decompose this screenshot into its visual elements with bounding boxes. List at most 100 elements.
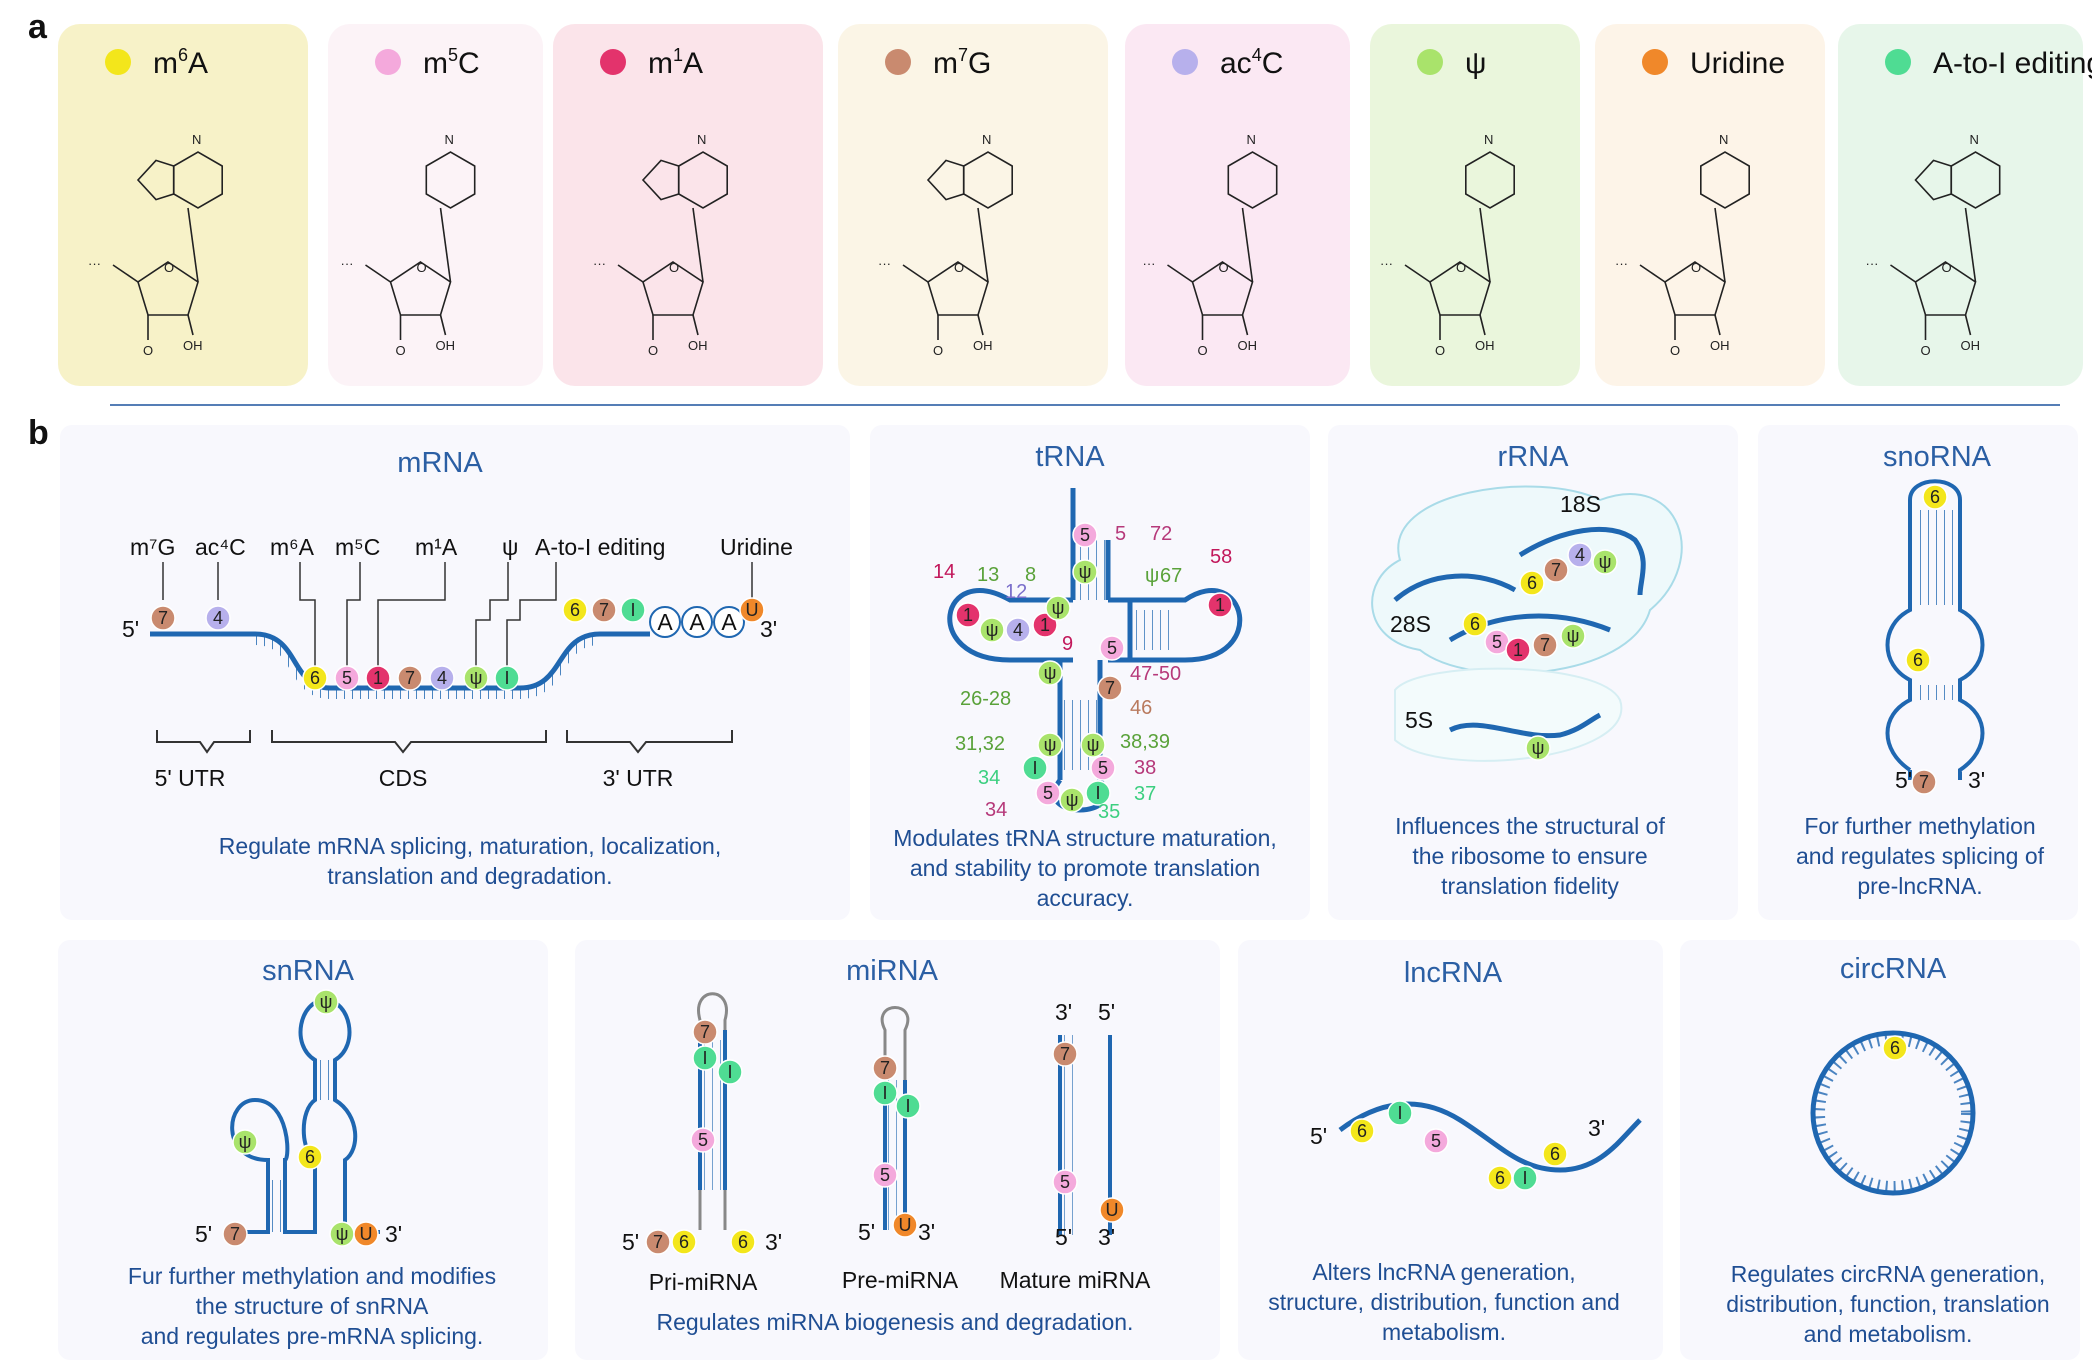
badge-a_to_i: I <box>872 1080 898 1106</box>
ring-oxygen-label: O <box>669 260 679 275</box>
svg-text:1: 1 <box>963 605 973 625</box>
chemical-structure <box>617 151 729 340</box>
trna-position-label: 35 <box>1098 801 1120 823</box>
badge-m6A: 6 <box>562 597 588 623</box>
rrna-desc-line2: the ribosome to ensure <box>1412 843 1647 869</box>
badge-psi: ψ <box>1592 549 1618 575</box>
snorna-badges: 667 <box>1905 484 1948 795</box>
snrna-desc-line3: and regulates pre-mRNA splicing. <box>141 1323 484 1349</box>
badge-m6A: 6 <box>1487 1165 1513 1191</box>
svg-text:5: 5 <box>1043 783 1053 803</box>
svg-text:ψ: ψ <box>1052 598 1065 618</box>
svg-text:4: 4 <box>1575 545 1585 565</box>
badge-m6A: 6 <box>1905 647 1931 673</box>
chemical-structure <box>1890 151 2001 340</box>
svg-text:7: 7 <box>230 1224 240 1244</box>
ring-oxygen-label: O <box>1942 260 1952 275</box>
oxygen-label: O <box>143 343 153 358</box>
badge-ac4C: 4 <box>205 605 231 631</box>
badge-m5C: 5 <box>1072 522 1098 548</box>
mrna-top-label: Uridine <box>720 534 793 560</box>
badge-a_to_i: I <box>1022 755 1048 781</box>
mod-color-dot <box>885 49 911 75</box>
svg-text:7: 7 <box>700 1022 710 1042</box>
panel-label-a: a <box>28 8 48 46</box>
trna-card <box>870 425 1310 920</box>
svg-text:I: I <box>504 668 509 688</box>
mrna-top-label: ψ <box>502 534 518 560</box>
circrna-title: circRNA <box>1840 953 1947 985</box>
ring-oxygen-label: O <box>1219 260 1229 275</box>
mrna-region-braces <box>156 730 733 754</box>
trna-position-label: 38 <box>1134 757 1156 779</box>
chemical-structure <box>112 151 223 340</box>
trna-position-label: 37 <box>1134 783 1156 805</box>
badge-m5C: 5 <box>690 1127 716 1153</box>
lncrna-5prime: 5' <box>1310 1123 1327 1149</box>
mod-card-bg <box>1838 24 2083 386</box>
nitrogen-label: N <box>697 132 706 147</box>
rrna-28s: 28S <box>1390 611 1431 637</box>
svg-text:4: 4 <box>437 668 447 688</box>
oxygen-label: O <box>396 343 406 358</box>
svg-text:5: 5 <box>1431 1131 1441 1151</box>
snorna-hairpin <box>1885 479 1985 780</box>
badge-m7G: 7 <box>692 1019 718 1045</box>
snorna-title: snoRNA <box>1883 441 1992 473</box>
svg-text:1: 1 <box>1040 615 1050 635</box>
svg-text:U: U <box>360 1224 373 1244</box>
mrna-top-label: A-to-I editing <box>535 534 665 560</box>
rrna-desc-line1: Influences the structural of <box>1395 813 1665 839</box>
snorna-desc-line1: For further methylation <box>1804 813 2035 839</box>
trna-position-label: ψ <box>1145 565 1159 587</box>
svg-text:I: I <box>882 1083 887 1103</box>
circrna-desc-line1: Regulates circRNA generation, <box>1731 1261 2046 1287</box>
rrna-title: rRNA <box>1498 441 1570 473</box>
mod-color-dot <box>1885 49 1911 75</box>
mod-color-dot <box>1417 49 1443 75</box>
hydroxyl-label: OH <box>1238 338 1258 353</box>
hydroxyl-label: OH <box>436 338 456 353</box>
badge-m1A: 1 <box>365 665 391 691</box>
svg-text:5: 5 <box>880 1165 890 1185</box>
circrna-diagram: circRNA 6 Regulates circRNA generation, … <box>1726 953 2049 1347</box>
badge-psi: ψ <box>313 989 339 1015</box>
badge-a_to_i: I <box>1512 1165 1538 1191</box>
svg-text:6: 6 <box>1470 614 1480 634</box>
trna-position-label: 5 <box>1115 523 1126 545</box>
lncrna-3prime: 3' <box>1588 1115 1605 1141</box>
mod-color-dot <box>1172 49 1198 75</box>
badge-m5C: 5 <box>1099 635 1125 661</box>
badge-a_to_i: I <box>1085 780 1111 806</box>
ring-oxygen-label: O <box>954 260 964 275</box>
hydroxyl-label: OH <box>973 338 993 353</box>
snrna-3prime: 3' <box>385 1221 402 1247</box>
mirna-mature-3prime-bottom: 3' <box>1098 1224 1115 1250</box>
badge-m5C: 5 <box>1035 780 1061 806</box>
mirna-mature-5prime-bottom: 5' <box>1055 1224 1072 1250</box>
chemical-structure <box>1639 151 1750 340</box>
trna-position-label: 31,32 <box>955 733 1005 755</box>
rrna-5s: 5S <box>1405 707 1433 733</box>
svg-text:U: U <box>1106 1200 1119 1220</box>
badge-m5C: 5 <box>1423 1128 1449 1154</box>
svg-text:ψ: ψ <box>239 1132 252 1152</box>
lncrna-card <box>1238 940 1663 1360</box>
svg-text:6: 6 <box>1930 487 1940 507</box>
badge-psi: ψ <box>1072 559 1098 585</box>
mirna-title: miRNA <box>846 955 938 987</box>
mirna-pre-3prime: 3' <box>918 1219 935 1245</box>
badge-m5C: 5 <box>1052 1169 1078 1195</box>
svg-text:ψ: ψ <box>1087 735 1100 755</box>
snrna-desc-line1: Fur further methylation and modifies <box>128 1263 496 1289</box>
mrna-top-label: m¹A <box>415 534 458 560</box>
mrna-card <box>60 425 850 920</box>
poly-a-base: A <box>657 609 673 635</box>
badge-m7G: 7 <box>1532 632 1558 658</box>
badge-m6A: 6 <box>1882 1035 1908 1061</box>
